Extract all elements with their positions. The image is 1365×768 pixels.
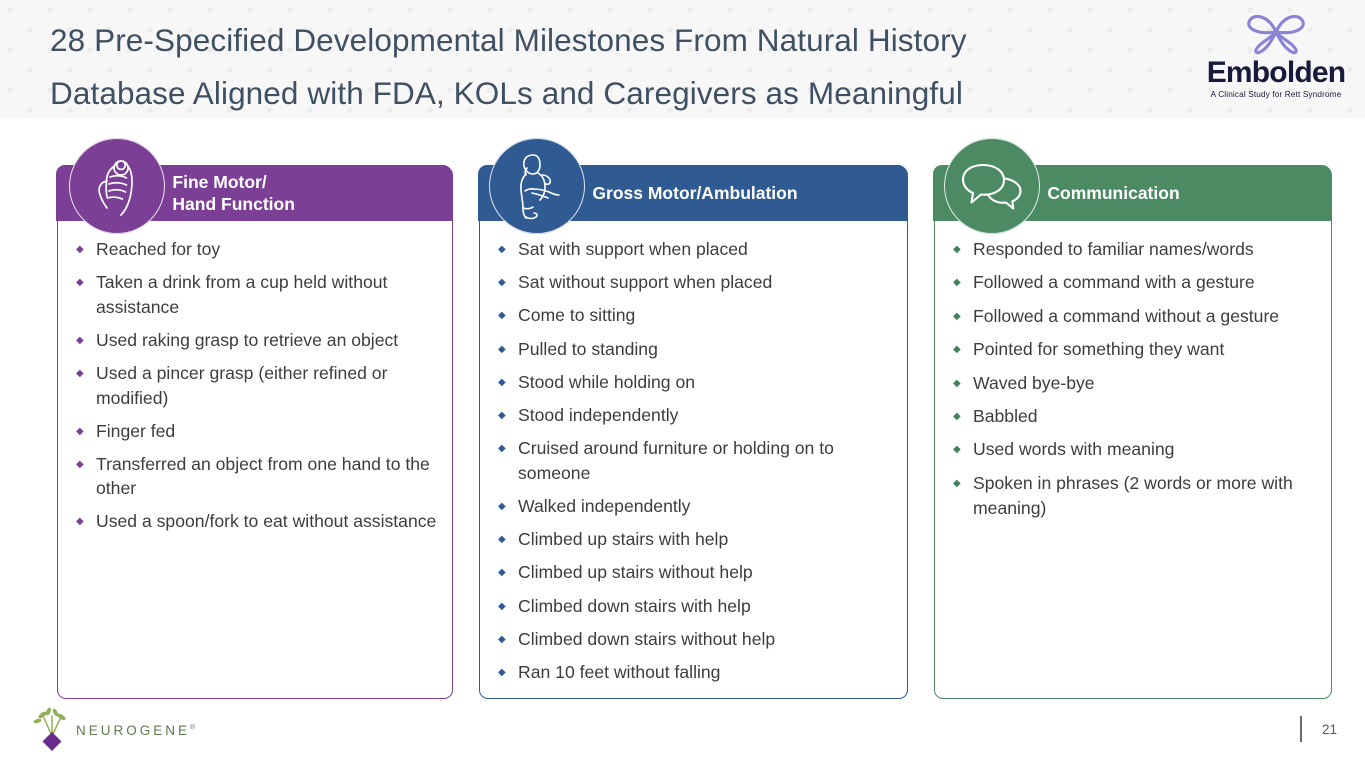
list-item: Come to sitting: [498, 303, 893, 328]
list-item: Stood independently: [498, 403, 893, 428]
neurogene-wordmark-text: NEUROGENE: [76, 722, 191, 738]
neurogene-wordmark: NEUROGENE®: [76, 723, 198, 738]
standing-person-icon: [489, 138, 585, 234]
list-item: Used raking grasp to retrieve an object: [76, 328, 438, 353]
list-item: Pointed for something they want: [953, 337, 1317, 362]
list-item: Responded to familiar names/words: [953, 237, 1317, 262]
slide-footer: NEUROGENE® 21: [0, 698, 1365, 768]
embolden-logo: Embolden A Clinical Study for Rett Syndr…: [1196, 6, 1356, 114]
hand-grasp-icon: [69, 138, 165, 234]
list-item: Reached for toy: [76, 237, 438, 262]
list-item: Babbled: [953, 404, 1317, 429]
list-item: Climbed up stairs with help: [498, 527, 893, 552]
page-number-area: 21: [1300, 716, 1337, 742]
page-divider: [1300, 716, 1302, 742]
milestone-list-communication: Responded to familiar names/words Follow…: [935, 229, 1331, 529]
list-item: Used a pincer grasp (either refined or m…: [76, 361, 438, 411]
list-item: Transferred an object from one hand to t…: [76, 452, 438, 502]
list-item: Cruised around furniture or holding on t…: [498, 436, 893, 486]
list-item: Pulled to standing: [498, 337, 893, 362]
list-item: Taken a drink from a cup held without as…: [76, 270, 438, 320]
milestone-list-fine-motor: Reached for toy Taken a drink from a cup…: [58, 229, 452, 542]
list-item: Sat with support when placed: [498, 237, 893, 262]
list-item: Used words with meaning: [953, 437, 1317, 462]
card-title: Gross Motor/Ambulation: [592, 183, 798, 204]
milestone-list-gross-motor: Sat with support when placed Sat without…: [480, 229, 907, 693]
page-title: 28 Pre-Specified Developmental Milestone…: [50, 22, 967, 111]
list-item: Finger fed: [76, 419, 438, 444]
card-title: Communication: [1047, 183, 1180, 204]
neurogene-mark-icon: [33, 707, 66, 751]
trademark-symbol: ®: [190, 724, 199, 731]
card-fine-motor-hand-function: Fine Motor/ Hand Function Reached for to…: [56, 138, 453, 699]
card-title: Fine Motor/ Hand Function: [172, 172, 295, 215]
list-item: Ran 10 feet without falling: [498, 660, 893, 685]
list-item: Followed a command with a gesture: [953, 270, 1317, 295]
list-item: Waved bye-bye: [953, 371, 1317, 396]
list-item: Walked independently: [498, 494, 893, 519]
card-communication: Communication Responded to familiar name…: [933, 138, 1332, 699]
card-gross-motor-ambulation: Gross Motor/Ambulation Sat with support …: [478, 138, 908, 699]
list-item: Stood while holding on: [498, 370, 893, 395]
embolden-wordmark: Embolden: [1206, 56, 1346, 89]
slide-header: 28 Pre-Specified Developmental Milestone…: [0, 0, 1365, 118]
list-item: Sat without support when placed: [498, 270, 893, 295]
embolden-tagline: A Clinical Study for Rett Syndrome: [1210, 90, 1342, 99]
page-number: 21: [1321, 721, 1337, 737]
speech-bubbles-icon: [944, 138, 1040, 234]
list-item: Climbed down stairs without help: [498, 627, 893, 652]
neurogene-logo: NEUROGENE®: [30, 706, 198, 754]
list-item: Used a spoon/fork to eat without assista…: [76, 509, 438, 534]
butterfly-icon: [1247, 14, 1305, 55]
list-item: Followed a command without a gesture: [953, 304, 1317, 329]
list-item: Climbed up stairs without help: [498, 560, 893, 585]
list-item: Climbed down stairs with help: [498, 594, 893, 619]
list-item: Spoken in phrases (2 words or more with …: [953, 471, 1317, 521]
